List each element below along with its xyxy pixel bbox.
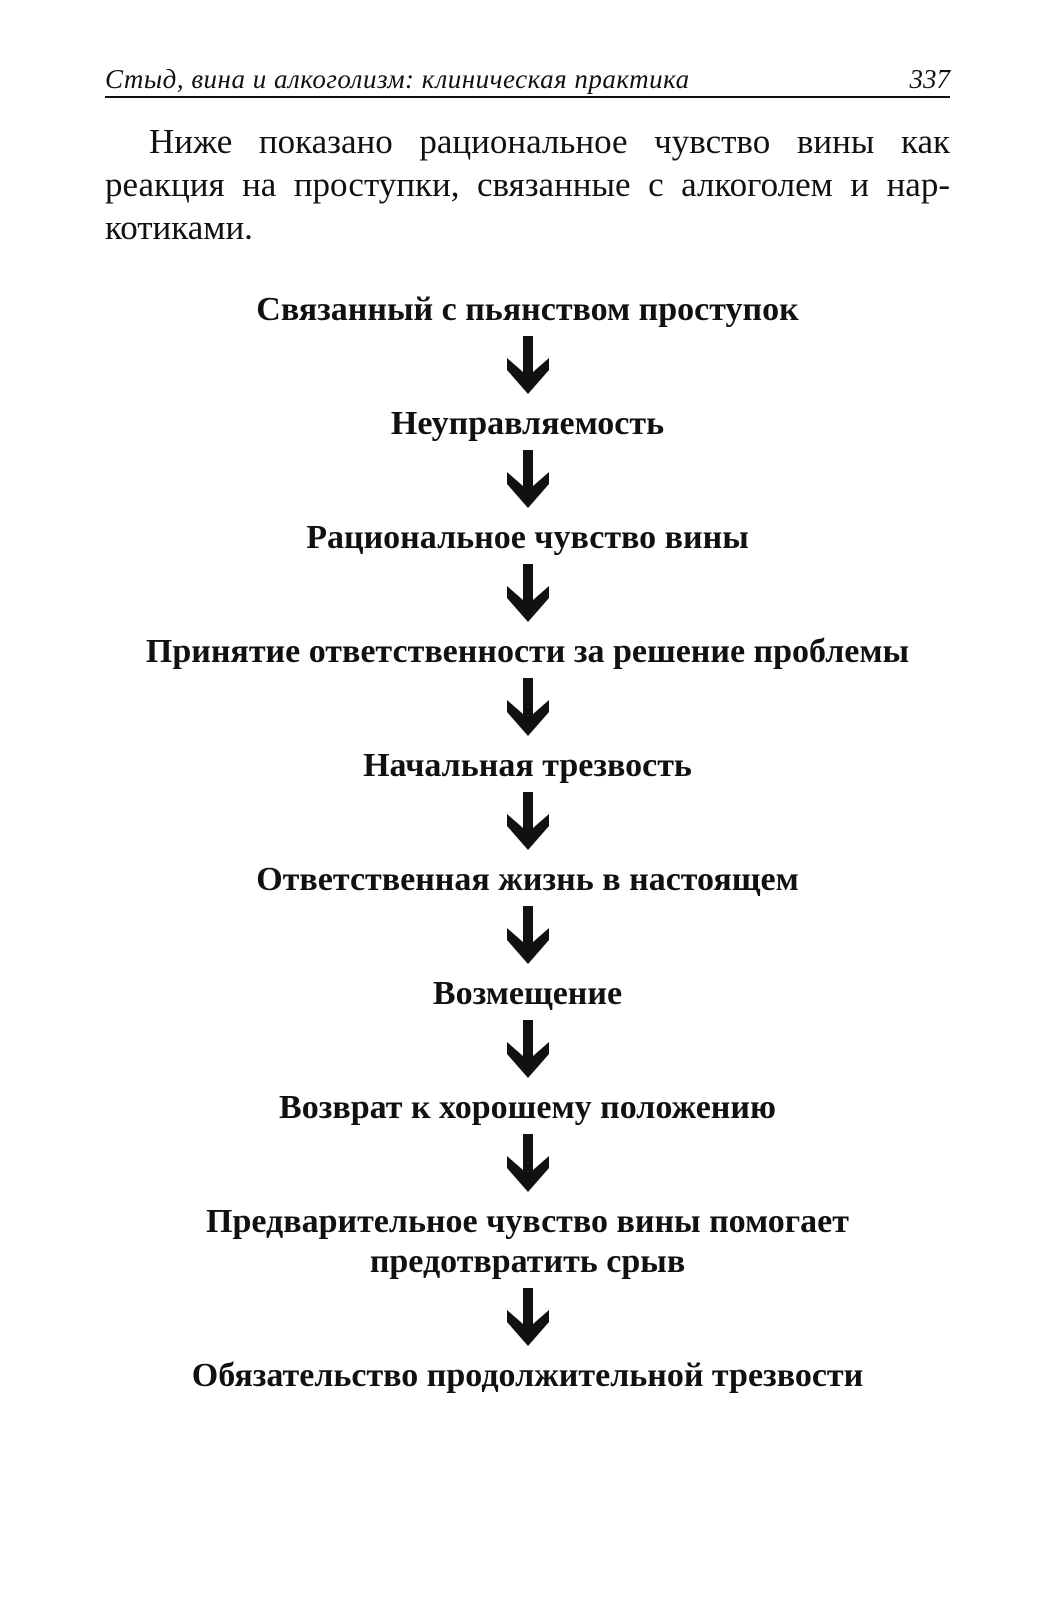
flow-step-2: Неуправляемость (390, 405, 665, 442)
down-arrow-icon (105, 900, 950, 974)
intro-paragraph: Ниже показано рациональное чувство вины … (105, 122, 950, 247)
flow-step-6: Ответственная жизнь в настоящем (256, 861, 799, 898)
down-arrow-icon (105, 330, 950, 404)
down-arrow-icon (105, 1014, 950, 1088)
flow-diagram: Связанный с пьянством проступок Неуправл… (105, 290, 950, 1396)
flow-step-5: Начальная трезвость (363, 747, 692, 784)
down-arrow-icon (105, 672, 950, 746)
flow-step-3: Рациональное чувство вины (306, 519, 749, 556)
down-arrow-icon (105, 786, 950, 860)
down-arrow-icon (105, 1282, 950, 1356)
flow-step-1: Связанный с пьянством проступок (256, 291, 799, 328)
running-header: Стыд, вина и алкоголизм: клиническая пра… (105, 62, 950, 98)
flow-step-7: Возмещение (432, 975, 623, 1012)
flow-step-10: Обязательство продолжительной трезвости (191, 1357, 864, 1394)
flow-step-4: Принятие ответственности за решение проб… (145, 633, 910, 670)
book-page: Стыд, вина и алкоголизм: клиническая пра… (105, 0, 950, 1601)
flow-step-9: Предварительное чувство вины помогает пр… (206, 1203, 849, 1280)
down-arrow-icon (105, 558, 950, 632)
down-arrow-icon (105, 444, 950, 518)
down-arrow-icon (105, 1128, 950, 1202)
page-number: 337 (909, 64, 951, 94)
flow-step-8: Возврат к хорошему положению (279, 1089, 776, 1126)
running-title: Стыд, вина и алкоголизм: клиническая пра… (105, 64, 690, 94)
